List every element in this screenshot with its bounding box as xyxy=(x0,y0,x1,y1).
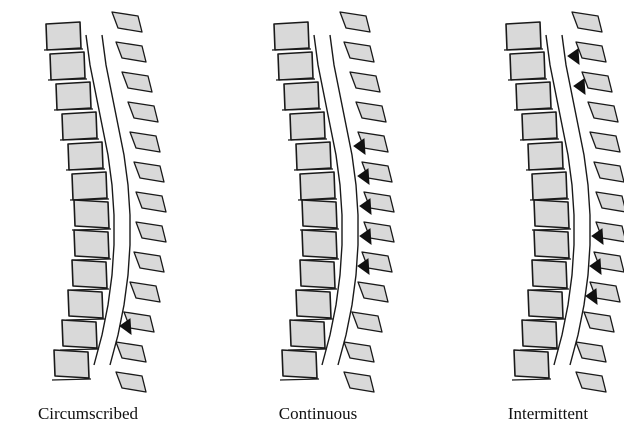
spinous-process xyxy=(136,222,166,242)
spinous-process xyxy=(116,342,146,362)
vertebral-body xyxy=(300,172,335,200)
vertebral-body xyxy=(68,142,103,170)
vertebral-body xyxy=(50,52,85,80)
vertebral-body xyxy=(302,230,337,258)
spinous-process xyxy=(116,42,146,62)
disc-line xyxy=(280,379,319,380)
vertebral-body xyxy=(290,320,325,348)
vertebral-body xyxy=(46,22,81,50)
ossification-lesion xyxy=(574,79,585,94)
vertebral-body xyxy=(528,290,563,318)
spinous-process xyxy=(590,132,620,152)
vertebral-body xyxy=(514,350,549,378)
spinous-process xyxy=(352,312,382,332)
spinous-process xyxy=(572,12,602,32)
vertebral-body xyxy=(278,52,313,80)
vertebral-body xyxy=(72,260,107,288)
caption-intermittent: Intermittent xyxy=(508,404,588,424)
panel-continuous xyxy=(272,12,394,392)
ossification-lesion xyxy=(358,259,369,274)
spinous-process xyxy=(136,192,166,212)
ossification-lesion xyxy=(590,259,601,274)
caption-circumscribed: Circumscribed xyxy=(38,404,138,424)
vertebral-body xyxy=(274,22,309,50)
disc-line xyxy=(52,379,91,380)
spinous-process xyxy=(134,162,164,182)
spinous-process xyxy=(356,102,386,122)
vertebral-body xyxy=(56,82,91,110)
spinous-process xyxy=(596,192,624,212)
vertebral-body xyxy=(522,112,557,140)
spinous-process xyxy=(588,102,618,122)
spinous-process xyxy=(344,42,374,62)
spinous-process xyxy=(584,312,614,332)
disc-line xyxy=(60,349,99,350)
spinous-process xyxy=(582,72,612,92)
ossification-lesion xyxy=(120,319,131,334)
ossification-lesion xyxy=(354,139,365,154)
spinous-process xyxy=(340,12,370,32)
vertebral-body xyxy=(534,200,569,228)
vertebral-body xyxy=(528,142,563,170)
vertebral-body xyxy=(74,200,109,228)
spinous-process xyxy=(134,252,164,272)
spinous-process xyxy=(344,342,374,362)
caption-continuous: Continuous xyxy=(279,404,357,424)
ossification-lesion xyxy=(360,229,371,244)
vertebral-body xyxy=(532,172,567,200)
vertebral-body xyxy=(290,112,325,140)
ossification-lesion xyxy=(592,229,603,244)
vertebral-body xyxy=(62,320,97,348)
ossification-lesion xyxy=(568,49,579,64)
spinous-process xyxy=(122,72,152,92)
panel-intermittent xyxy=(504,12,624,392)
vertebral-body xyxy=(506,22,541,50)
vertebral-body xyxy=(74,230,109,258)
ossification-lesion xyxy=(358,169,369,184)
spinous-process xyxy=(130,282,160,302)
disc-line xyxy=(512,379,551,380)
spinous-process xyxy=(358,282,388,302)
vertebral-body xyxy=(62,112,97,140)
spinous-process xyxy=(344,372,374,392)
spinous-process xyxy=(576,342,606,362)
vertebral-body xyxy=(54,350,89,378)
vertebral-body xyxy=(72,172,107,200)
vertebral-body xyxy=(300,260,335,288)
spinous-process xyxy=(116,372,146,392)
vertebral-body xyxy=(522,320,557,348)
vertebral-body xyxy=(534,230,569,258)
spinous-process xyxy=(576,372,606,392)
ossification-lesion xyxy=(586,289,597,304)
vertebral-body xyxy=(532,260,567,288)
spinous-process xyxy=(130,132,160,152)
vertebral-body xyxy=(510,52,545,80)
disc-line xyxy=(288,349,327,350)
panel-circumscribed xyxy=(44,12,166,392)
vertebral-body xyxy=(284,82,319,110)
spinous-process xyxy=(594,162,624,182)
ossification-lesion xyxy=(360,199,371,214)
vertebral-body xyxy=(296,142,331,170)
vertebral-body xyxy=(296,290,331,318)
disc-line xyxy=(520,349,559,350)
spinous-process xyxy=(350,72,380,92)
vertebral-body xyxy=(516,82,551,110)
vertebral-body xyxy=(68,290,103,318)
spinous-process xyxy=(128,102,158,122)
vertebral-body xyxy=(282,350,317,378)
spinous-process xyxy=(576,42,606,62)
spinous-process xyxy=(112,12,142,32)
vertebral-body xyxy=(302,200,337,228)
